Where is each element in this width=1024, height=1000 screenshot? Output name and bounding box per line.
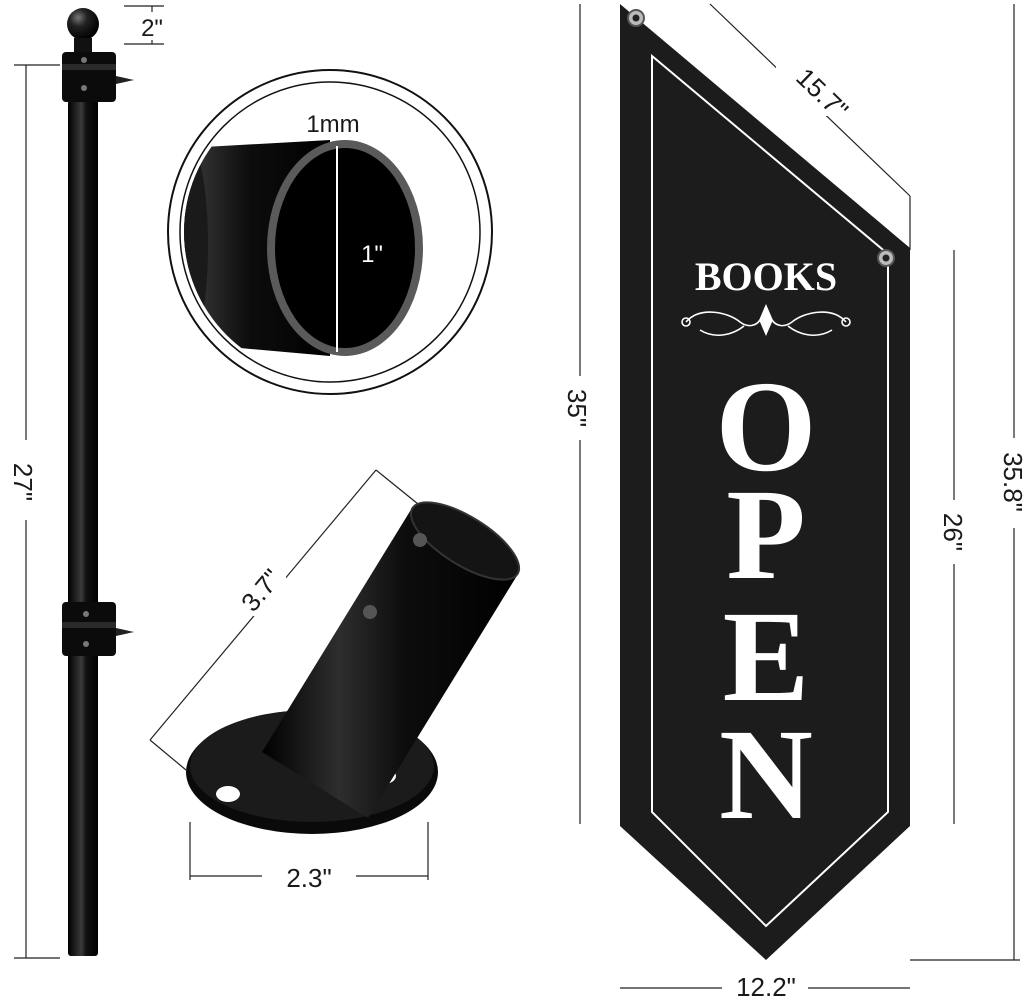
tube-shadow-end (184, 147, 208, 343)
pole-shaft (68, 100, 98, 956)
banner-letter-o: O (715, 355, 816, 499)
tube-wall-label: 1mm (306, 111, 359, 138)
bracket-screw-top (413, 533, 427, 547)
tube-diameter-label: 1" (361, 241, 383, 268)
open-banner: 35" 15.7" BOOKS O P E N (560, 3, 1024, 1000)
top-ring-screw-2 (81, 85, 87, 91)
pole-length-label: 27" (8, 463, 38, 501)
banner-letter-n: N (719, 703, 813, 847)
banner-height-right-bg (994, 438, 1024, 528)
banner-side-bg (936, 500, 976, 564)
bottom-rotating-ring (62, 602, 116, 656)
mounting-bracket: 3.7" 2.3" (149, 469, 521, 894)
finial-label: 2" (141, 15, 163, 42)
base-width-label: 2.3" (286, 863, 331, 893)
top-ring-screw (81, 57, 87, 63)
banner-width-bg (722, 970, 808, 1000)
grommet-top-hole (632, 14, 640, 22)
bracket-tube (262, 508, 518, 818)
banner-title: BOOKS (695, 254, 837, 299)
ornament-flourish (681, 303, 851, 337)
banner-height-right-label: 35.8" (998, 452, 1024, 512)
bottom-clip (116, 628, 134, 636)
bracket-tube-opening (409, 501, 521, 581)
pole-length-label-bg (4, 440, 48, 520)
flag-pole: 27" 2" (4, 5, 166, 959)
ball-finial (67, 8, 99, 40)
top-clip (116, 76, 134, 84)
tube-opening (275, 148, 415, 348)
bracket-length-tick-high (375, 469, 419, 505)
banner-side-label: 26" (938, 513, 968, 551)
bracket-length-label-bg (236, 566, 286, 616)
finial-neck (74, 38, 92, 52)
banner-fabric (620, 4, 910, 960)
top-rotating-ring (62, 52, 116, 102)
bracket-length-tick-low (149, 739, 187, 771)
bottom-ring-band (62, 622, 116, 628)
banner-width-label: 12.2" (736, 972, 796, 1000)
finial-label-bg (140, 12, 166, 40)
tube-cross-section: 1" 1mm (167, 69, 493, 395)
banner-height-left-label: 35" (562, 389, 592, 427)
bracket-screw-bottom (363, 605, 377, 619)
banner-letter-p: P (726, 463, 805, 607)
bracket-hole-left (216, 786, 240, 802)
base-width-label-bg (262, 860, 356, 894)
banner-top-edge-bg (776, 66, 856, 116)
banner-height-left-bg (560, 376, 600, 440)
bottom-ring-screw (83, 611, 89, 617)
bottom-ring-screw-2 (83, 641, 89, 647)
top-ring-band (62, 64, 116, 70)
banner-letter-e: E (723, 585, 810, 729)
grommet-side-hole (882, 254, 890, 262)
banner-border (651, 53, 889, 928)
